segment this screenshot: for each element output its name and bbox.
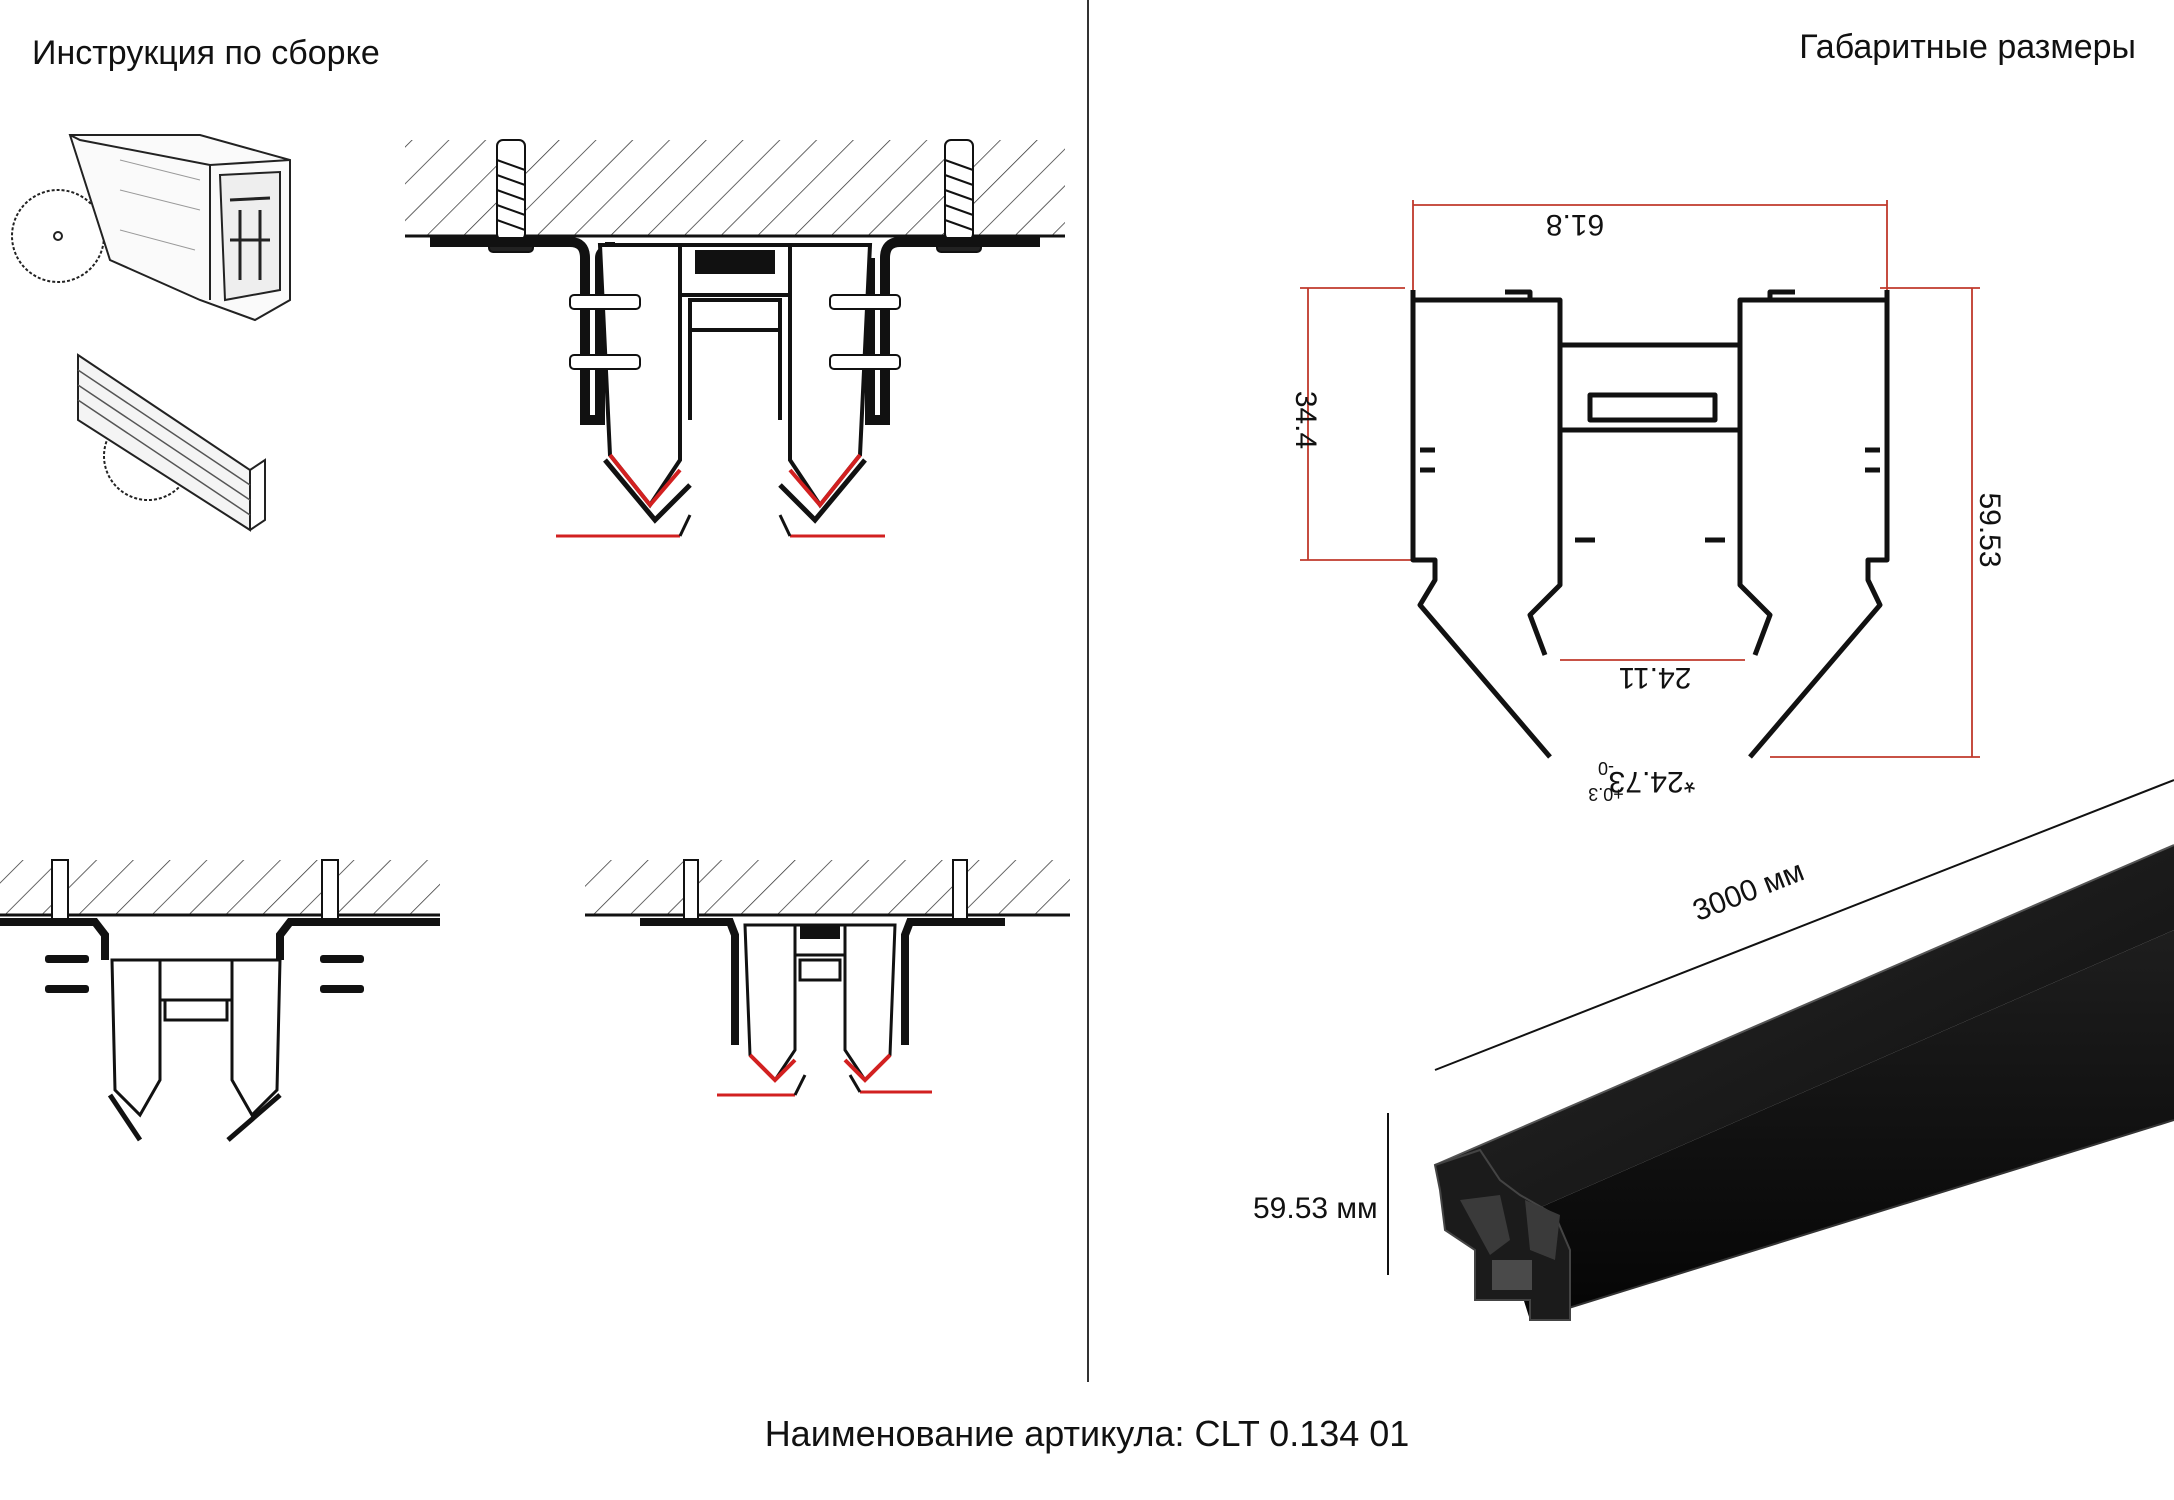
profile-3d-render: 3000 мм 59.53 мм [1253,779,2174,1321]
length-label: 3000 мм [1688,854,1808,927]
height-label: 59.53 мм [1253,1192,1378,1225]
vertical-divider [1087,0,1089,1382]
profile-dimension-drawing: 61.8 34.4 59.53 24.11 *24.73 +0.3 -0 [1289,200,2006,804]
article-name: Наименование артикула: CLT 0.134 01 [764,1413,1410,1454]
installation-section-large [405,139,1065,538]
saw-cut-profile-illustration [11,134,291,322]
dim-inner-opening: 24.11 [1619,661,1692,694]
dim-bottom-opening: *24.73 [1609,765,1696,798]
saw-blade-icon [11,189,105,283]
dim-width-top: 61.8 [1546,208,1604,241]
dim-height-inner: 34.4 [1289,391,1322,449]
saw-cut-strip-illustration [77,353,266,532]
assembly-instructions-title: Инструкция по сборке [32,34,380,72]
dim-bottom-tolerance: +0.3 [1588,784,1624,804]
installation-section-small-left [0,859,440,1142]
dim-bottom-tolerance-low: -0 [1598,758,1614,778]
dim-height-total: 59.53 [1973,492,2006,567]
dimensions-title: Габаритные размеры [1799,28,2136,66]
length-dimension-line [1434,779,2174,1071]
installation-section-small-right [585,859,1070,1097]
